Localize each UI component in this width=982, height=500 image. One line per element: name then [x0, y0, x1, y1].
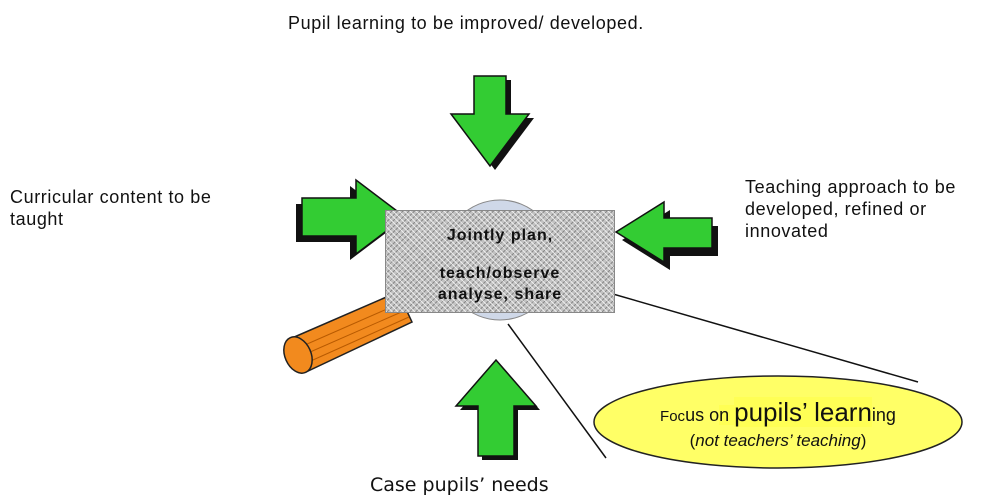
callout-line-bottom — [507, 323, 607, 459]
focus-part-1: Foc — [660, 408, 686, 425]
pencil-icon — [283, 291, 413, 374]
right-label: Teaching approach to be developed, refin… — [745, 177, 956, 241]
focus-line-2: (not teachers’ teaching) — [603, 429, 953, 453]
focus-close-paren: ) — [860, 431, 867, 450]
focus-part-5: rn — [848, 397, 872, 427]
focus-italic: not teachers’ teaching — [695, 431, 861, 450]
left-arrow — [296, 178, 407, 260]
focus-part-2: us o — [685, 405, 720, 425]
focus-part-4: pupils’ lea — [734, 397, 849, 427]
left-label: Curricular content to be taught — [10, 187, 212, 229]
callout-line-top — [605, 291, 919, 383]
center-process-box: Jointly plan, teach/observe analyse, sha… — [385, 210, 615, 313]
bottom-arrow — [454, 358, 540, 460]
focus-open-paren: ( — [689, 431, 696, 450]
center-line-1: Jointly plan, — [446, 227, 554, 244]
right-arrow — [614, 200, 718, 270]
bottom-label: Case pupils’ needs — [370, 474, 549, 496]
center-line-3: analyse, share — [437, 286, 563, 303]
top-label: Pupil learning to be improved/ developed… — [288, 13, 644, 33]
top-arrow — [449, 75, 534, 170]
focus-part-6: ing — [871, 405, 896, 425]
focus-part-3: n — [719, 405, 735, 425]
focus-callout-text: Focus on pupils’ learning (not teachers’… — [603, 397, 953, 453]
center-line-2: teach/observe — [439, 265, 561, 282]
